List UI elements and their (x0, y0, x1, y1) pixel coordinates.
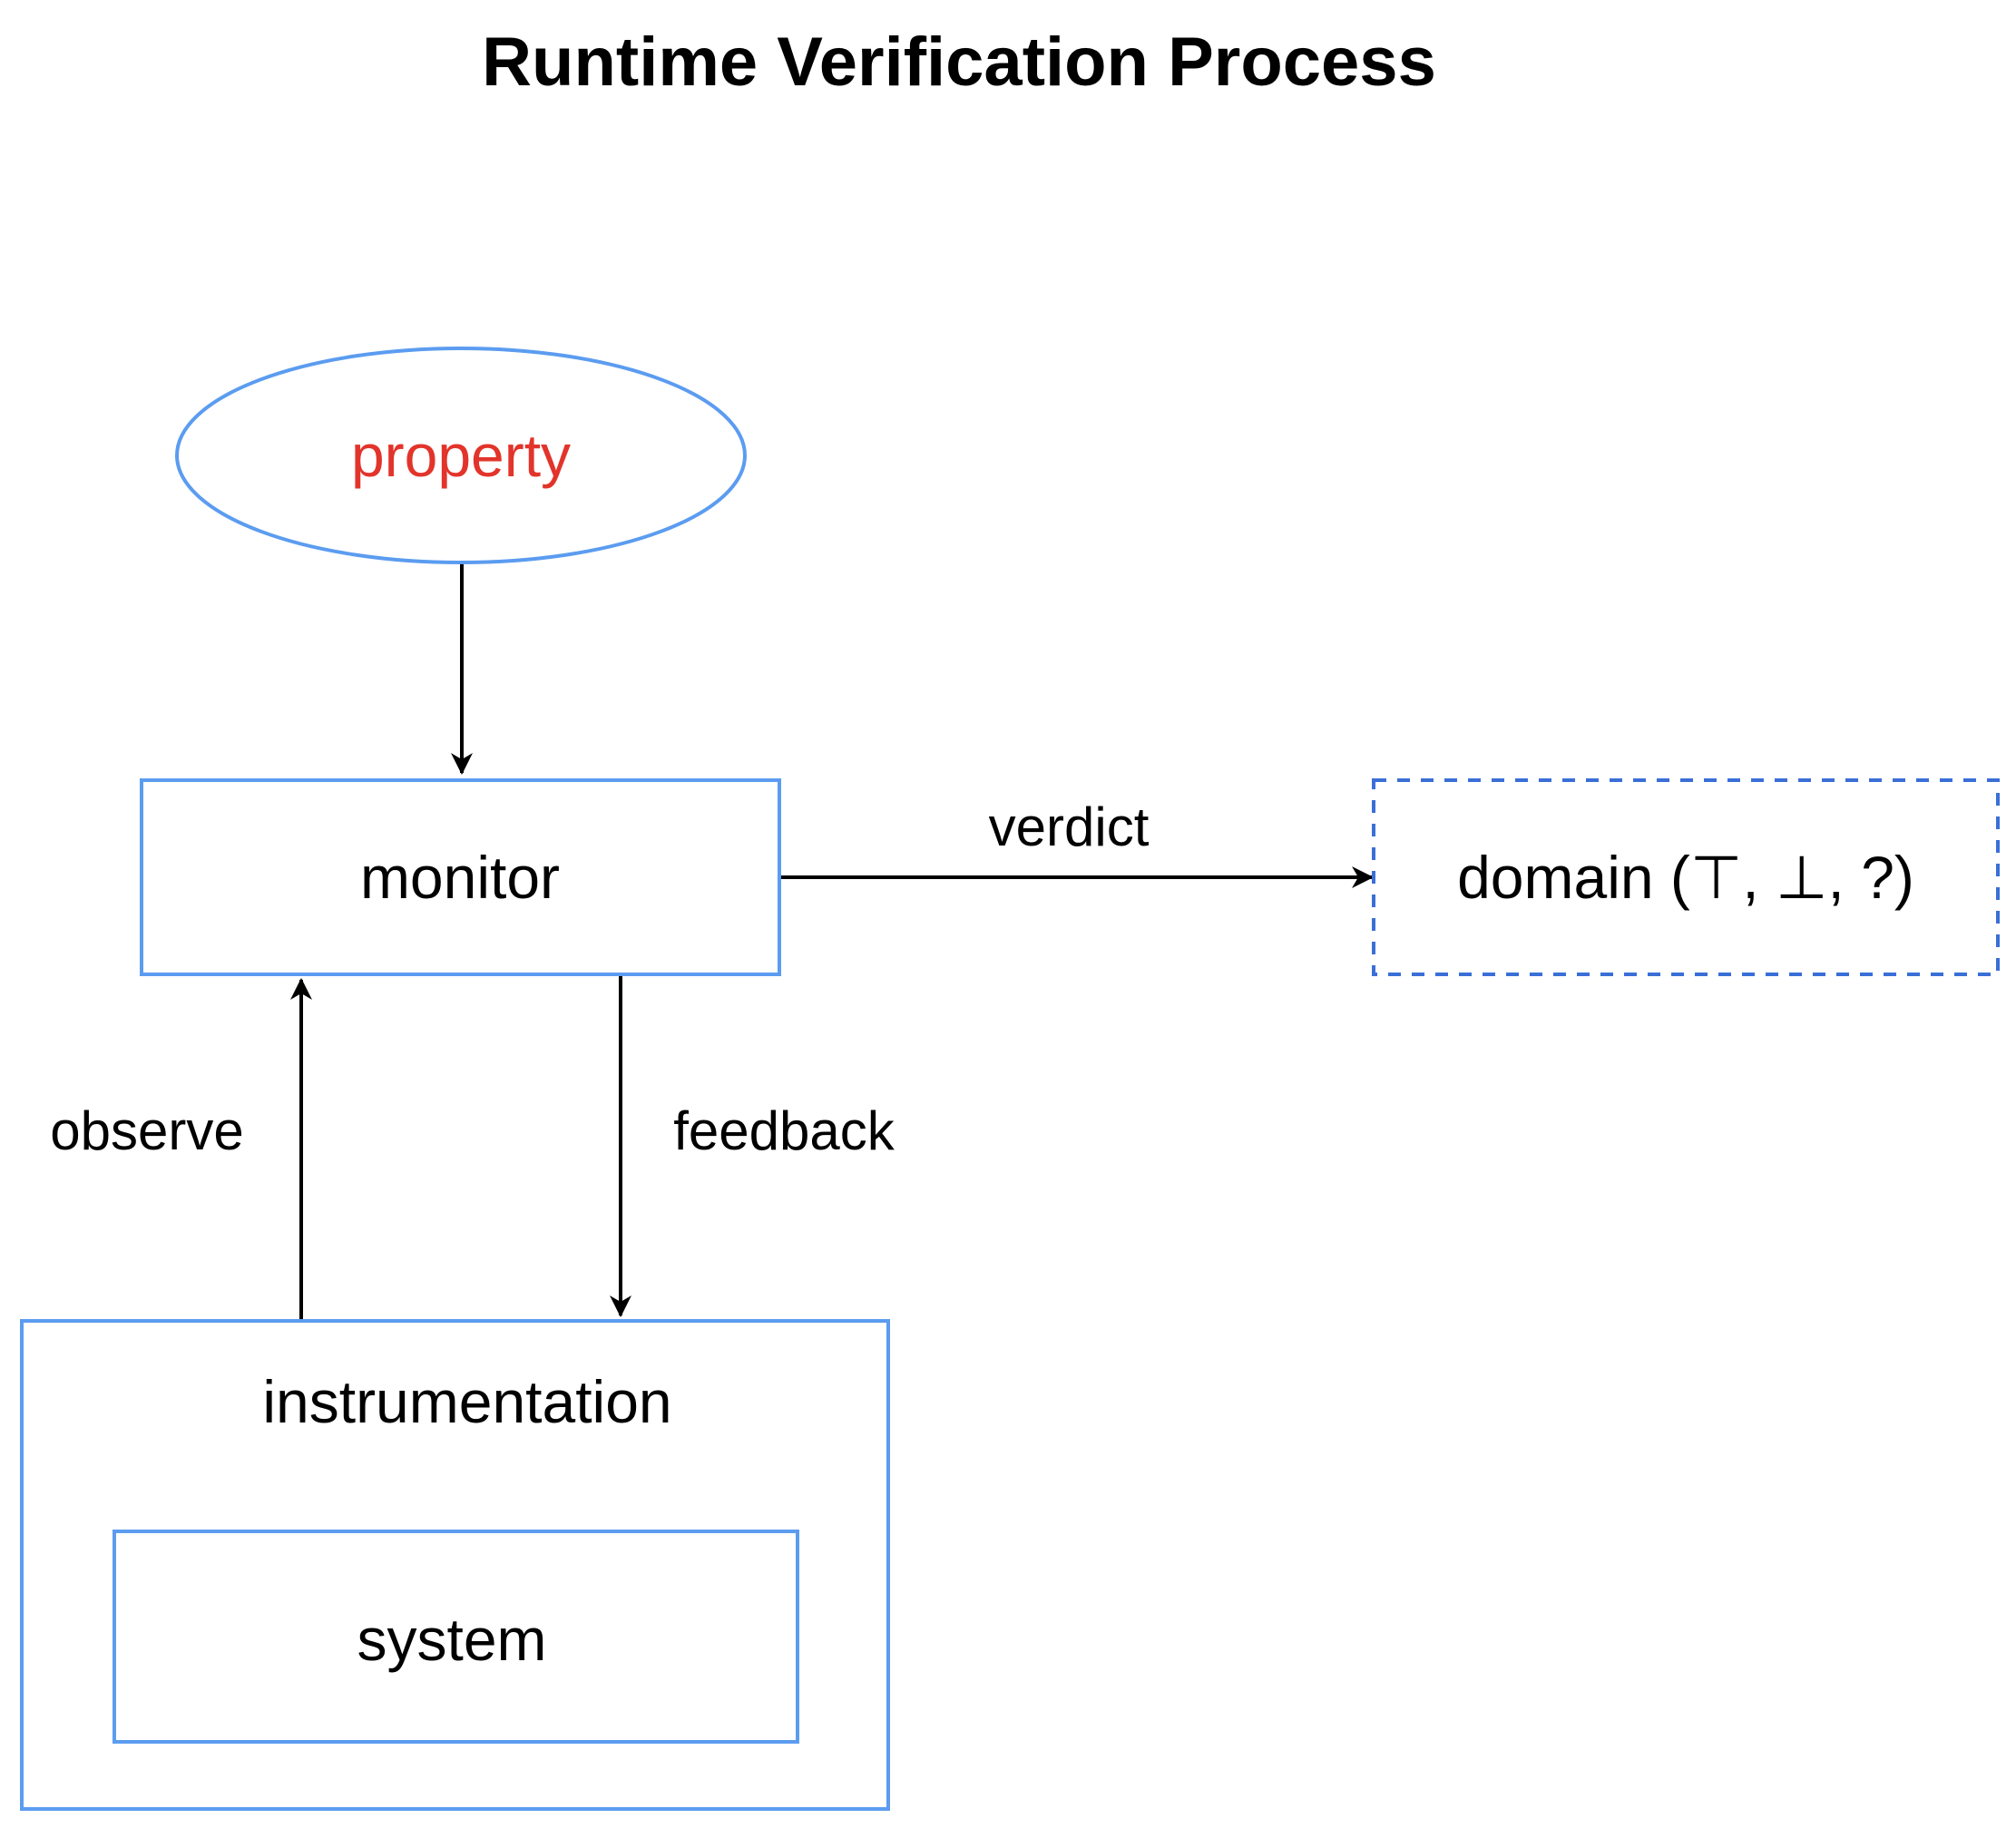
system-box (113, 1530, 799, 1744)
system-label: system (357, 1606, 546, 1673)
edge-label-verdict: verdict (989, 797, 1150, 857)
node-system: system (113, 1530, 799, 1744)
monitor-box (140, 778, 781, 976)
node-domain: domain (⊤, ⊥, ?) (1372, 778, 2000, 976)
edge-label-feedback: feedback (673, 1100, 895, 1161)
monitor-label: monitor (360, 844, 560, 911)
node-monitor: monitor (140, 778, 781, 976)
diagram-title: Runtime Verification Process (482, 24, 1436, 101)
domain-box (1372, 778, 2000, 976)
edge-label-observe: observe (50, 1100, 243, 1161)
property-label: property (351, 422, 571, 489)
domain-label: domain (⊤, ⊥, ?) (1457, 844, 1914, 911)
node-property: property (175, 347, 747, 564)
instrumentation-label: instrumentation (262, 1368, 671, 1435)
property-ellipse (175, 347, 747, 564)
